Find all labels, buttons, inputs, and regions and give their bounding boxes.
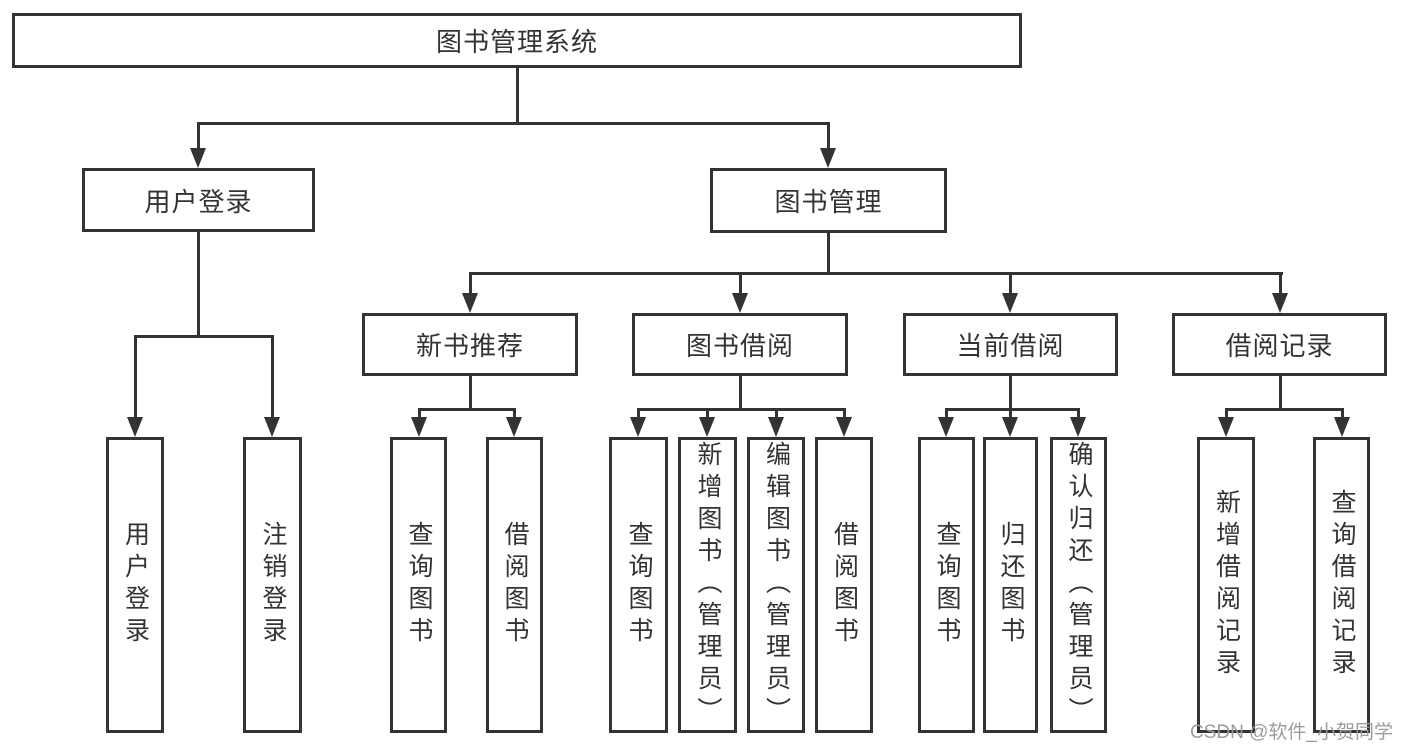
connector-line <box>418 408 516 411</box>
leaf-add-borrow-record: 新增借阅记录 <box>1197 437 1255 733</box>
leaf-label: 新增借阅记录 <box>1212 489 1241 681</box>
connector-line <box>1225 408 1344 411</box>
leaf-label: 归还图书 <box>997 521 1025 649</box>
arrow-down-icon <box>1272 293 1288 313</box>
connector-line <box>197 122 200 152</box>
leaf-edit-book-admin: 编辑图书（管理员） <box>747 437 805 733</box>
arrow-down-icon <box>127 417 143 437</box>
arrow-down-icon <box>190 148 206 168</box>
arrow-down-icon <box>836 417 852 437</box>
arrow-down-icon <box>264 417 280 437</box>
connector-line <box>637 408 640 419</box>
arrow-down-icon <box>1334 417 1350 437</box>
connector-line <box>739 376 742 411</box>
node-label: 图书管理系统 <box>435 27 598 57</box>
leaf-label: 编辑图书（管理员） <box>762 441 791 729</box>
connector-line <box>706 408 709 419</box>
arrow-down-icon <box>1218 417 1234 437</box>
node-current-borrow: 当前借阅 <box>903 313 1118 376</box>
node-label: 借阅记录 <box>1225 331 1334 361</box>
leaf-borrow-books: 借阅图书 <box>815 437 873 733</box>
leaf-query-books: 查询图书 <box>918 437 975 733</box>
connector-line <box>513 408 516 419</box>
arrow-down-icon <box>938 417 954 437</box>
arrow-down-icon <box>411 417 427 437</box>
arrow-down-icon <box>462 293 478 313</box>
arrow-down-icon <box>732 293 748 313</box>
leaf-label: 注销登录 <box>259 521 287 649</box>
connector-line <box>418 408 421 419</box>
connector-line <box>197 122 830 125</box>
connector-line <box>1225 408 1228 419</box>
connector-line <box>1009 408 1012 419</box>
arrow-down-icon <box>820 148 836 168</box>
leaf-label: 借阅图书 <box>501 521 529 649</box>
connector-line <box>134 335 137 417</box>
connector-line <box>775 408 778 419</box>
leaf-logout: 注销登录 <box>243 437 302 733</box>
leaf-label: 确认归还（管理员） <box>1065 441 1093 729</box>
node-borrow-records: 借阅记录 <box>1172 313 1387 376</box>
connector-line <box>827 232 830 275</box>
csdn-watermark: CSDN @软件_小贺同学 <box>1190 722 1393 743</box>
arrow-down-icon <box>630 417 646 437</box>
node-book-borrow: 图书借阅 <box>632 313 848 376</box>
connector-line <box>469 376 472 411</box>
leaf-label: 新增图书（管理员） <box>694 441 722 729</box>
leaf-borrow-books: 借阅图书 <box>486 437 543 733</box>
connector-line <box>1009 272 1012 295</box>
node-label: 图书借阅 <box>685 331 794 361</box>
leaf-add-book-admin: 新增图书（管理员） <box>678 437 737 733</box>
connector-line <box>1279 272 1282 295</box>
connector-line <box>1077 408 1080 419</box>
node-label: 用户登录 <box>144 186 253 217</box>
connector-line <box>197 232 200 338</box>
arrow-down-icon <box>699 417 715 437</box>
connector-line <box>516 68 519 125</box>
connector-line <box>945 408 948 419</box>
arrow-down-icon <box>768 417 784 437</box>
node-label: 图书管理 <box>774 187 883 217</box>
connector-line <box>827 122 830 152</box>
leaf-label: 查询借阅记录 <box>1328 489 1356 681</box>
connector-line <box>1009 376 1012 411</box>
leaf-confirm-return-admin: 确认归还（管理员） <box>1050 437 1107 733</box>
connector-line <box>271 335 274 417</box>
node-label: 当前借阅 <box>956 331 1065 361</box>
connector-line <box>1341 408 1344 419</box>
leaf-query-books: 查询图书 <box>609 437 668 733</box>
node-root: 图书管理系统 <box>12 13 1022 68</box>
arrow-down-icon <box>1002 293 1018 313</box>
leaf-query-borrow-record: 查询借阅记录 <box>1313 437 1370 733</box>
leaf-label: 查询图书 <box>405 521 433 649</box>
leaf-label: 借阅图书 <box>830 521 859 649</box>
node-label: 新书推荐 <box>415 331 524 361</box>
leaf-query-books: 查询图书 <box>390 437 447 733</box>
connector-line <box>1279 376 1282 411</box>
arrow-down-icon <box>1002 417 1018 437</box>
leaf-user-login: 用户登录 <box>106 437 164 733</box>
leaf-return-book: 归还图书 <box>983 437 1038 733</box>
connector-line <box>739 272 742 295</box>
arrow-down-icon <box>506 417 522 437</box>
node-user-login: 用户登录 <box>82 168 315 232</box>
connector-line <box>945 408 1080 411</box>
connector-line <box>637 408 846 411</box>
leaf-label: 查询图书 <box>625 521 653 649</box>
leaf-label: 查询图书 <box>933 521 961 649</box>
connector-line <box>469 272 1283 275</box>
connector-line <box>134 335 274 338</box>
node-new-book-recommend: 新书推荐 <box>362 313 578 376</box>
connector-line <box>469 272 472 295</box>
arrow-down-icon <box>1070 417 1086 437</box>
node-book-management: 图书管理 <box>710 168 947 233</box>
leaf-label: 用户登录 <box>121 521 150 649</box>
connector-line <box>843 408 846 419</box>
